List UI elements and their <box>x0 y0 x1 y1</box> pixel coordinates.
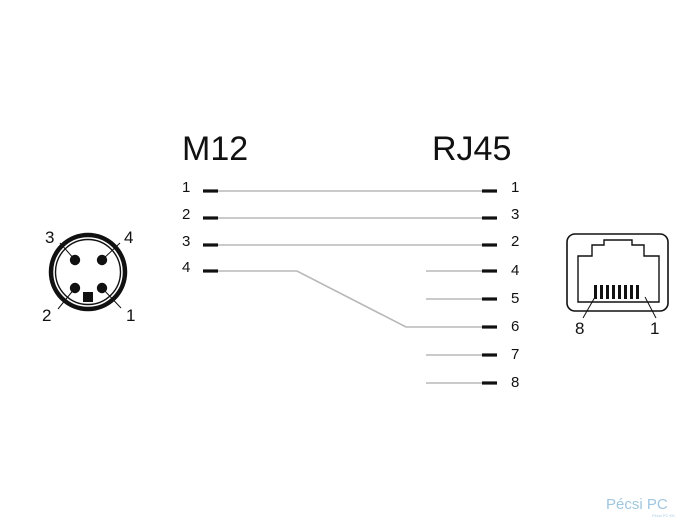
watermark-tagline: Pécsi PC Kft. <box>652 513 676 518</box>
m12-label-4: 4 <box>124 228 133 247</box>
rj45-label-1: 1 <box>650 319 659 338</box>
m12-connector-icon: 3 4 2 1 <box>42 228 135 325</box>
m12-leader-2 <box>57 287 76 310</box>
rj45-socket-outline <box>577 239 660 303</box>
wire-4-6 <box>218 270 482 328</box>
m12-outer-ring <box>48 232 128 312</box>
rj45-connector-icon: 8 1 <box>566 233 669 338</box>
rj45-contacts <box>594 285 639 299</box>
m12-pin-list: 1 2 3 4 <box>182 179 218 276</box>
m12-label-2: 2 <box>42 306 51 325</box>
m12-pin-2-label: 2 <box>182 206 190 223</box>
rj45-row-3-label: 2 <box>511 233 519 250</box>
m12-leader-1 <box>101 287 122 309</box>
m12-leader-3 <box>59 242 76 261</box>
m12-inner-ring <box>54 238 122 306</box>
rj45-row-2-label: 3 <box>511 206 519 223</box>
m12-label-1: 1 <box>126 306 135 325</box>
rj45-row-4-label: 4 <box>511 262 519 279</box>
rj45-row-7-label: 7 <box>511 346 519 363</box>
rj45-outer-frame <box>566 233 669 312</box>
m12-label-3: 3 <box>45 228 54 247</box>
m12-title: M12 <box>182 130 248 168</box>
rj45-leader-1 <box>644 296 657 319</box>
rj45-row-6-label: 6 <box>511 318 519 335</box>
rj45-row-1-label: 1 <box>511 179 519 196</box>
watermark-logo: Pécsi PC Pécsi PC Kft. <box>606 496 676 518</box>
rj45-title: RJ45 <box>432 130 511 168</box>
watermark-brand: Pécsi PC <box>606 496 668 513</box>
m12-pin-4-label: 4 <box>182 259 190 276</box>
rj45-row-5-label: 5 <box>511 290 519 307</box>
m12-leader-4 <box>101 242 121 261</box>
rj45-pin-list: 1 3 2 4 5 6 7 8 <box>482 179 519 391</box>
rj45-leader-8 <box>582 296 596 319</box>
m12-pin-3-label: 3 <box>182 233 190 250</box>
m12-coding-key <box>83 292 93 302</box>
wires <box>218 190 482 384</box>
m12-pin-1-label: 1 <box>182 179 190 196</box>
rj45-label-8: 8 <box>575 319 584 338</box>
rj45-row-8-label: 8 <box>511 374 519 391</box>
